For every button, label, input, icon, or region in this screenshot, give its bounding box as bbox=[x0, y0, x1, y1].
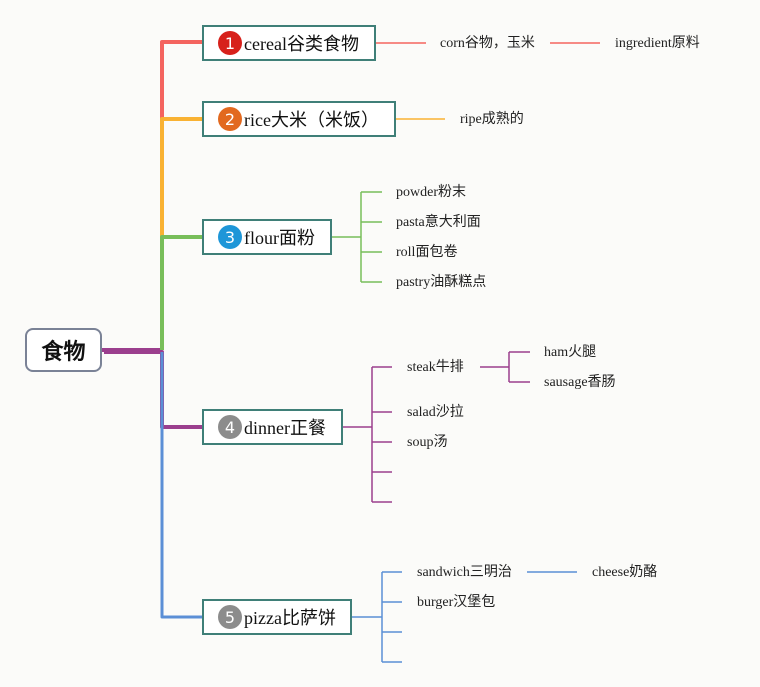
leaf-sandwich[interactable]: sandwich三明治 bbox=[417, 565, 512, 580]
leaf-pasta[interactable]: pasta意大利面 bbox=[396, 215, 481, 230]
branch-label: rice大米（米饭） bbox=[244, 110, 379, 130]
leaf-ham[interactable]: ham火腿 bbox=[544, 345, 597, 360]
leaf-corn[interactable]: corn谷物，玉米 bbox=[440, 36, 535, 51]
number-badge: 1 bbox=[218, 31, 242, 55]
branch-node-flour[interactable]: 3 flour面粉 bbox=[202, 219, 332, 255]
leaf-ripe[interactable]: ripe成熟的 bbox=[460, 112, 524, 127]
main-connector-cereal bbox=[160, 40, 202, 350]
branch-label: pizza比萨饼 bbox=[244, 608, 336, 628]
leaf-steak[interactable]: steak牛排 bbox=[407, 360, 464, 375]
leaf-soup[interactable]: soup汤 bbox=[407, 435, 448, 450]
main-connector-flour bbox=[160, 235, 202, 350]
leaf-cheese[interactable]: cheese奶酪 bbox=[592, 565, 658, 580]
leaf-ingredient[interactable]: ingredient原料 bbox=[615, 36, 700, 51]
number-badge: 4 bbox=[218, 415, 242, 439]
branch-label: cereal谷类食物 bbox=[244, 34, 359, 54]
branch-label: dinner正餐 bbox=[244, 418, 326, 438]
root-node[interactable]: 食物 bbox=[25, 328, 102, 372]
leaf-sausage[interactable]: sausage香肠 bbox=[544, 375, 616, 390]
leaf-pastry[interactable]: pastry油酥糕点 bbox=[396, 275, 487, 290]
root-label: 食物 bbox=[41, 340, 86, 365]
leaf-salad[interactable]: salad沙拉 bbox=[407, 405, 464, 420]
leaf-roll[interactable]: roll面包卷 bbox=[396, 245, 458, 260]
number-badge: 5 bbox=[218, 605, 242, 629]
number-badge: 2 bbox=[218, 107, 242, 131]
main-connector-pizza bbox=[160, 352, 202, 619]
main-connector-rice bbox=[160, 117, 202, 350]
branch-node-pizza[interactable]: 5 pizza比萨饼 bbox=[202, 599, 352, 635]
leaf-powder[interactable]: powder粉末 bbox=[396, 185, 466, 200]
main-connector-dinner bbox=[104, 350, 202, 429]
leaf-burger[interactable]: burger汉堡包 bbox=[417, 595, 496, 610]
branch-label: flour面粉 bbox=[244, 228, 315, 248]
branch-node-rice[interactable]: 2 rice大米（米饭） bbox=[202, 101, 396, 137]
number-badge: 3 bbox=[218, 225, 242, 249]
branch-node-cereal[interactable]: 1 cereal谷类食物 bbox=[202, 25, 376, 61]
branch-node-dinner[interactable]: 4 dinner正餐 bbox=[202, 409, 343, 445]
